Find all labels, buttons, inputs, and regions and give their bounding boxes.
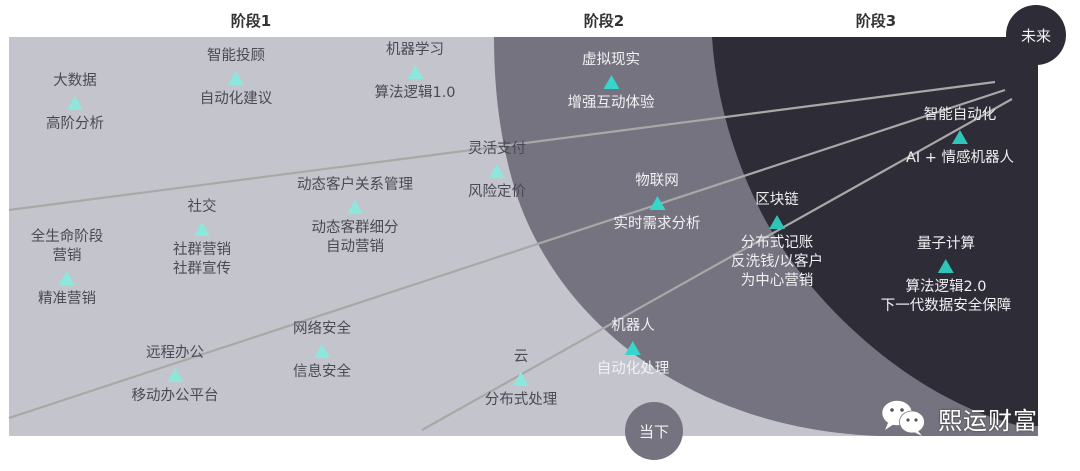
- triangle-marker-icon: [228, 71, 244, 85]
- triangle-marker-icon: [347, 200, 363, 214]
- node-cloud: 云分布式处理: [485, 348, 558, 410]
- node-big-data: 大数据高阶分析: [46, 72, 104, 134]
- node-flexible-payment: 灵活支付风险定价: [468, 140, 526, 202]
- stage-3-header: 阶段3: [855, 12, 897, 30]
- node-robot: 机器人自动化处理: [597, 317, 670, 379]
- node-title: 社交: [187, 199, 217, 215]
- triangle-marker-icon: [407, 65, 423, 79]
- node-title: 智能自动化: [923, 107, 997, 123]
- triangle-marker-icon: [59, 271, 75, 285]
- node-machine-learning: 机器学习算法逻辑1.0: [374, 41, 455, 103]
- node-title: 远程办公: [146, 345, 204, 361]
- future-milestone: 未来: [1006, 5, 1066, 65]
- node-description: 算法逻辑1.0: [374, 85, 456, 101]
- wechat-icon: [881, 400, 925, 436]
- node-description: 自动化建议: [199, 91, 273, 107]
- node-title: 机器学习: [386, 42, 444, 58]
- node-description: 信息安全: [293, 364, 351, 380]
- node-blockchain: 区块链分布式记账 反洗钱/以客户 为中心营销: [731, 191, 823, 291]
- node-description: 社群营销 社群宣传: [173, 242, 231, 277]
- node-description: 精准营销: [38, 291, 96, 307]
- node-cyber-security: 网络安全信息安全: [293, 320, 351, 382]
- node-description: 实时需求分析: [613, 216, 701, 232]
- node-robo-advisor: 智能投顾自动化建议: [200, 47, 273, 109]
- node-description: 高阶分析: [46, 116, 104, 132]
- node-title: 灵活支付: [468, 141, 526, 157]
- triangle-marker-icon: [67, 96, 83, 110]
- node-lifecycle: 全生命阶段 营销精准营销: [31, 228, 104, 309]
- node-social: 社交社群营销 社群宣传: [173, 198, 231, 279]
- node-description: 分布式记账 反洗钱/以客户 为中心营销: [731, 235, 823, 289]
- node-description: 分布式处理: [484, 392, 558, 408]
- present-milestone: 当下: [625, 402, 683, 460]
- watermark: 熙运财富: [880, 398, 1038, 438]
- node-remote-office: 远程办公移动办公平台: [132, 344, 219, 406]
- triangle-marker-icon: [951, 130, 968, 144]
- present-label: 当下: [638, 422, 669, 441]
- node-description: 自动化处理: [596, 361, 670, 377]
- node-title: 全生命阶段 营销: [30, 229, 104, 264]
- trajectory-line: [8, 88, 1006, 420]
- triangle-marker-icon: [938, 259, 954, 273]
- node-title: 量子计算: [917, 236, 975, 252]
- stage-1-header: 阶段1: [230, 12, 272, 30]
- node-title: 智能投顾: [207, 48, 265, 64]
- node-title: 虚拟现实: [582, 52, 640, 68]
- node-description: 移动办公平台: [131, 388, 219, 404]
- node-vr: 虚拟现实增强互动体验: [568, 51, 655, 113]
- node-description: 动态客群细分 自动营销: [311, 220, 399, 255]
- triangle-marker-icon: [625, 341, 641, 355]
- triangle-marker-icon: [314, 344, 330, 358]
- node-title: 网络安全: [293, 321, 351, 337]
- triangle-marker-icon: [167, 368, 183, 382]
- future-label: 未来: [1020, 26, 1051, 45]
- trajectory-line: [8, 80, 996, 212]
- triangle-marker-icon: [649, 196, 665, 210]
- node-title: 机器人: [611, 318, 655, 334]
- triangle-marker-icon: [603, 75, 619, 89]
- node-description: AI + 情感机器人: [905, 150, 1015, 166]
- node-description: 增强互动体验: [567, 95, 655, 111]
- brand-name: 熙运财富: [938, 406, 1038, 435]
- node-intelligent-automation: 智能自动化 AI + 情感机器人: [906, 106, 1014, 168]
- triangle-marker-icon: [489, 164, 505, 178]
- node-description: 算法逻辑2.0 下一代数据安全保障: [880, 279, 1012, 314]
- node-title: 云: [513, 349, 529, 365]
- triangle-marker-icon: [513, 372, 529, 386]
- triangle-marker-icon: [768, 215, 785, 229]
- node-quantum-computing: 量子计算算法逻辑2.0 下一代数据安全保障: [881, 235, 1012, 316]
- node-title: 动态客户关系管理: [297, 177, 413, 193]
- triangle-marker-icon: [194, 222, 210, 236]
- node-title: 物联网: [635, 173, 679, 189]
- node-title: 大数据: [53, 73, 97, 89]
- node-iot: 物联网实时需求分析: [614, 172, 701, 234]
- node-title: 区块链: [755, 192, 799, 208]
- node-dynamic-crm: 动态客户关系管理动态客群细分 自动营销: [297, 176, 413, 257]
- stage-2-header: 阶段2: [583, 12, 625, 30]
- node-description: 风险定价: [468, 184, 526, 200]
